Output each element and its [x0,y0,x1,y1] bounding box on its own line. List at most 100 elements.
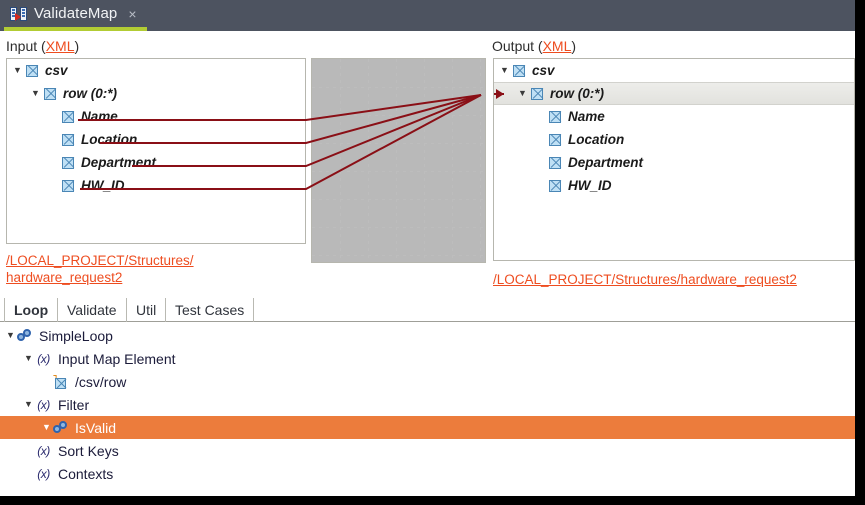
input-node-0[interactable]: ▼ csv [7,59,305,82]
tab-loop[interactable]: Loop [4,298,59,322]
editor-tab-validatemap[interactable]: ValidateMap × [4,0,147,31]
function-icon: (x) [37,443,50,458]
node-checkbox-icon[interactable] [549,156,561,169]
tree-indent-spacer: ▼ [534,135,547,144]
tree-indent-spacer: ▼ [22,446,35,455]
node-checkbox-icon[interactable] [62,133,74,146]
node-checkbox-icon[interactable] [549,110,561,123]
input-panel-header: Input (XML) [6,38,79,54]
input-structure-tree[interactable]: ▼csv▼row (0:*)▼Name▼Location▼Department▼… [6,58,306,244]
tab-label: Validate [67,302,117,318]
tab-util[interactable]: Util [126,298,167,322]
loop-tree-row-label: Filter [58,396,90,413]
loop-tree-row-0[interactable]: ▼ SimpleLoop [0,324,865,347]
node-label: row (0:*) [63,86,117,101]
input-node-3[interactable]: ▼Location [7,128,305,151]
output-node-4[interactable]: ▼Department [494,151,854,174]
node-checkbox-icon[interactable] [549,133,561,146]
input-xml-link[interactable]: XML [45,38,75,54]
node-label: Location [568,132,625,147]
chevron-down-icon[interactable]: ▼ [24,353,33,363]
tab-test-cases[interactable]: Test Cases [165,298,255,322]
function-icon: (x) [37,466,50,481]
loop-tree-row-5[interactable]: ▼(x) Sort Keys [0,439,865,462]
editor-body: Input (XML) Output (XML) ▼csv▼row (0:*)▼… [0,31,865,498]
node-label: csv [45,63,68,78]
loop-tree-row-1[interactable]: ▼ (x) Input Map Element [0,347,865,370]
output-node-1[interactable]: ▼ row (0:*) [494,82,854,105]
node-checkbox-icon[interactable] [513,64,525,77]
output-node-0[interactable]: ▼ csv [494,59,854,82]
output-node-3[interactable]: ▼ Location [494,128,854,151]
output-xml-link[interactable]: XML [542,38,572,54]
node-label: HW_ID [81,178,125,193]
chevron-down-icon[interactable]: ▼ [500,65,509,75]
tree-indent-spacer: ▼ [47,158,60,167]
editor-tab-label: ValidateMap [34,5,118,22]
chevron-down-icon[interactable]: ▼ [6,330,15,340]
mapping-target-arrow-icon [494,88,504,99]
loop-config-tree[interactable]: ▼SimpleLoop▼(x)Input Map Element▼⌝/csv/r… [0,324,865,485]
mapping-canvas[interactable] [311,58,486,263]
loop-tree-row-label: Input Map Element [58,350,176,367]
node-checkbox-icon[interactable] [62,110,74,123]
map-element-icon: ⌝ [53,374,69,389]
output-structure-tree[interactable]: ▼csv▼row (0:*)▼Name▼Location▼Department▼… [493,58,855,261]
input-node-4[interactable]: ▼ Department [7,151,305,174]
node-label: Name [568,109,605,124]
loop-tree-row-label: Contexts [58,465,114,482]
tree-indent-spacer: ▼ [47,112,60,121]
loop-tree-row-label: SimpleLoop [39,327,113,344]
node-checkbox-icon[interactable] [44,87,56,100]
bottom-tabstrip: Loop Validate Util Test Cases [0,298,865,322]
output-node-5[interactable]: ▼ HW_ID [494,174,854,197]
tab-label: Loop [14,302,49,318]
canvas-grid [312,59,485,262]
loop-tree-row-3[interactable]: ▼ (x) Filter [0,393,865,416]
input-node-2[interactable]: ▼ Name [7,105,305,128]
tab-label: Test Cases [175,302,245,318]
node-checkbox-icon[interactable] [549,179,561,192]
function-icon: (x) [37,351,50,366]
output-path-link[interactable]: /LOCAL_PROJECT/Structures/hardware_reque… [493,272,797,287]
output-node-2[interactable]: ▼Name [494,105,854,128]
close-icon[interactable]: × [128,5,137,22]
node-checkbox-icon[interactable] [26,64,38,77]
tree-indent-spacer: ▼ [47,181,60,190]
node-label: Name [81,109,118,124]
chain-icon [53,420,69,435]
tab-validate[interactable]: Validate [57,298,127,322]
loop-tree-row-label: IsValid [75,419,116,436]
output-panel-header: Output (XML) [492,38,576,54]
chevron-down-icon[interactable]: ▼ [31,88,40,98]
loop-tree-row-2[interactable]: ▼⌝/csv/row [0,370,865,393]
node-label: Department [568,155,644,170]
map-transform-icon [10,6,27,22]
input-header-suffix: ) [74,38,80,54]
input-path-link[interactable]: /LOCAL_PROJECT/Structures/ hardware_requ… [6,253,194,285]
tree-indent-spacer: ▼ [22,469,35,478]
node-label: row (0:*) [550,86,604,101]
loop-tree-row-6[interactable]: ▼(x) Contexts [0,462,865,485]
chain-icon [17,328,33,343]
input-node-1[interactable]: ▼ row (0:*) [7,82,305,105]
tree-indent-spacer: ▼ [47,135,60,144]
loop-tree-row-4[interactable]: ▼ IsValid [0,416,865,439]
input-node-5[interactable]: ▼ HW_ID [7,174,305,197]
chevron-down-icon[interactable]: ▼ [518,88,527,98]
node-label: Department [81,155,157,170]
chevron-down-icon[interactable]: ▼ [13,65,22,75]
loop-tree-row-label: Sort Keys [58,442,119,459]
tree-indent-spacer: ▼ [42,422,51,432]
tree-indent-spacer: ▼ [534,181,547,190]
function-icon: (x) [37,397,50,412]
chevron-down-icon[interactable]: ▼ [24,399,33,409]
node-checkbox-icon[interactable] [62,179,74,192]
node-checkbox-icon[interactable] [62,156,74,169]
node-checkbox-icon[interactable] [531,87,543,100]
window-titlebar: ValidateMap × [0,0,865,31]
input-header-text: Input ( [6,38,46,54]
node-label: HW_ID [568,178,612,193]
node-label: csv [532,63,555,78]
